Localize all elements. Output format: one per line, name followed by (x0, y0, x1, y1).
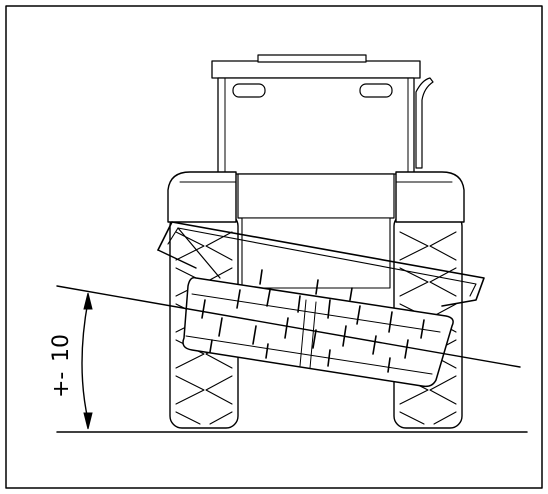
right-rear-wheel-icon (393, 171, 465, 429)
tractor-icon (211, 54, 434, 289)
angle-dimension-arrow-icon (81, 292, 93, 430)
angle-prefix-label: +- (49, 372, 74, 398)
angle-label-group: +- 10 (49, 334, 74, 398)
frame-bar-icon (157, 221, 485, 307)
angle-value-label: 10 (49, 334, 74, 362)
tilt-reference-line (56, 285, 521, 368)
figure-border (5, 5, 543, 489)
